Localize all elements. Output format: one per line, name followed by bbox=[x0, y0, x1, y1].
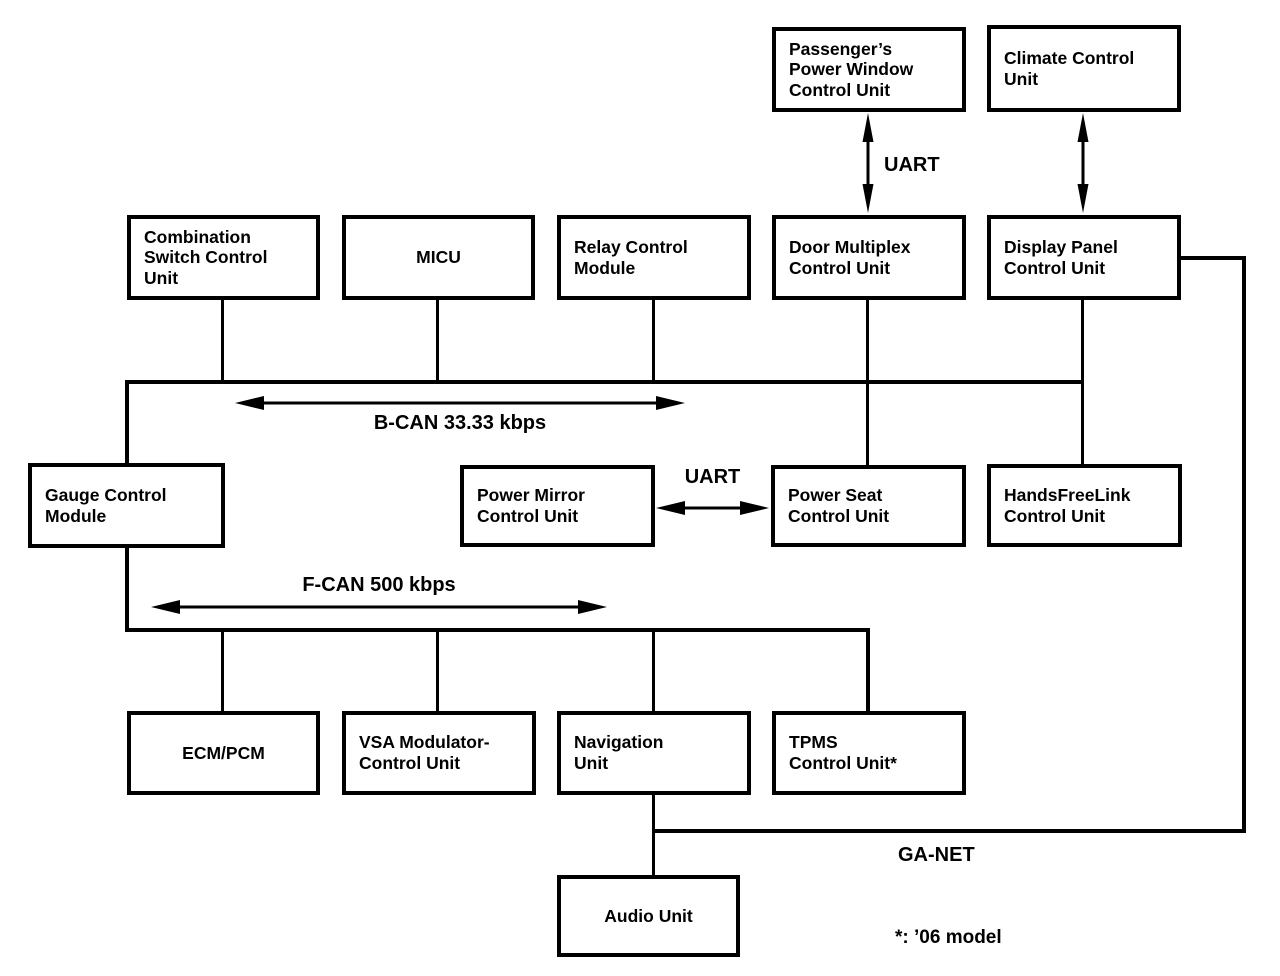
power-mirror-control-unit-label: Power Mirror Control Unit bbox=[477, 485, 585, 526]
connector-vsa-modulator bbox=[436, 628, 439, 713]
climate-control-unit-label: Climate Control Unit bbox=[1004, 47, 1135, 89]
display-panel-control-unit-box: Display Panel Control Unit bbox=[987, 215, 1181, 300]
b-can-label: B-CAN 33.33 kbps bbox=[373, 412, 547, 434]
display-panel-control-unit-label: Display Panel Control Unit bbox=[1004, 236, 1118, 278]
ga-net-vertical-line bbox=[1242, 256, 1246, 833]
door-multiplex-control-unit-label: Door Multiplex Control Unit bbox=[789, 236, 911, 278]
gauge-control-module-box: Gauge Control Module bbox=[28, 463, 225, 548]
uart-top-label: UART bbox=[884, 154, 940, 176]
handsfreelink-control-unit-label: HandsFreeLink Control Unit bbox=[1004, 484, 1131, 526]
power-seat-control-unit-box: Power Seat Control Unit bbox=[771, 465, 966, 547]
footnote-06-model: *: ’06 model bbox=[895, 927, 1002, 948]
uart-arrow-passenger-window bbox=[862, 113, 874, 213]
power-mirror-control-unit-box: Power Mirror Control Unit bbox=[460, 465, 655, 547]
micu-box: MICU bbox=[342, 215, 535, 300]
connector-navigation bbox=[652, 628, 655, 713]
power-seat-control-unit-label: Power Seat Control Unit bbox=[788, 485, 890, 526]
ga-net-stub-display-panel bbox=[1179, 256, 1246, 260]
f-can-arrow bbox=[151, 600, 607, 614]
handsfreelink-control-unit-box: HandsFreeLink Control Unit bbox=[987, 464, 1182, 547]
connector-bus-to-gauge bbox=[125, 380, 129, 465]
b-can-arrow bbox=[235, 396, 685, 410]
combination-switch-control-unit-box: Combination Switch Control Unit bbox=[127, 215, 320, 300]
connector-tpms bbox=[866, 628, 870, 713]
navigation-unit-box: Navigation Unit bbox=[557, 711, 751, 795]
f-can-bus-line bbox=[125, 628, 870, 632]
uart-arrow-mirror-seat bbox=[656, 501, 769, 515]
gauge-control-module-label: Gauge Control Module bbox=[45, 484, 167, 526]
connector-relay-module bbox=[652, 300, 655, 383]
connector-navigation-to-audio bbox=[652, 793, 655, 877]
f-can-label: F-CAN 500 kbps bbox=[302, 574, 456, 596]
vsa-modulator-control-unit-box: VSA Modulator- Control Unit bbox=[342, 711, 536, 795]
connector-ecm-pcm bbox=[221, 628, 224, 713]
climate-control-unit-box: Climate Control Unit bbox=[987, 25, 1181, 112]
audio-unit-label: Audio Unit bbox=[604, 905, 693, 926]
audio-unit-box: Audio Unit bbox=[557, 875, 740, 957]
relay-control-module-box: Relay Control Module bbox=[557, 215, 751, 300]
tpms-control-unit-box: TPMS Control Unit* bbox=[772, 711, 966, 795]
uart-arrow-climate bbox=[1077, 113, 1089, 213]
uart-mid-label: UART bbox=[684, 466, 741, 488]
passenger-power-window-control-unit-box: Passenger’s Power Window Control Unit bbox=[772, 27, 966, 112]
navigation-unit-label: Navigation Unit bbox=[574, 732, 664, 773]
connector-gauge-to-fcan bbox=[125, 546, 129, 630]
ecm-pcm-box: ECM/PCM bbox=[127, 711, 320, 795]
micu-label: MICU bbox=[416, 247, 461, 268]
connector-combination-switch bbox=[221, 300, 224, 383]
ecm-pcm-label: ECM/PCM bbox=[182, 742, 265, 763]
relay-control-module-label: Relay Control Module bbox=[574, 236, 688, 278]
passenger-power-window-control-unit-label: Passenger’s Power Window Control Unit bbox=[789, 38, 914, 100]
ga-net-horizontal-line bbox=[652, 829, 1246, 833]
combination-switch-control-unit-label: Combination Switch Control Unit bbox=[144, 226, 268, 288]
ga-net-label: GA-NET bbox=[898, 844, 975, 866]
connector-micu bbox=[436, 300, 439, 383]
vsa-modulator-control-unit-label: VSA Modulator- Control Unit bbox=[359, 732, 490, 773]
b-can-bus-line bbox=[125, 380, 1084, 384]
door-multiplex-control-unit-box: Door Multiplex Control Unit bbox=[772, 215, 966, 300]
tpms-control-unit-label: TPMS Control Unit* bbox=[789, 732, 897, 773]
